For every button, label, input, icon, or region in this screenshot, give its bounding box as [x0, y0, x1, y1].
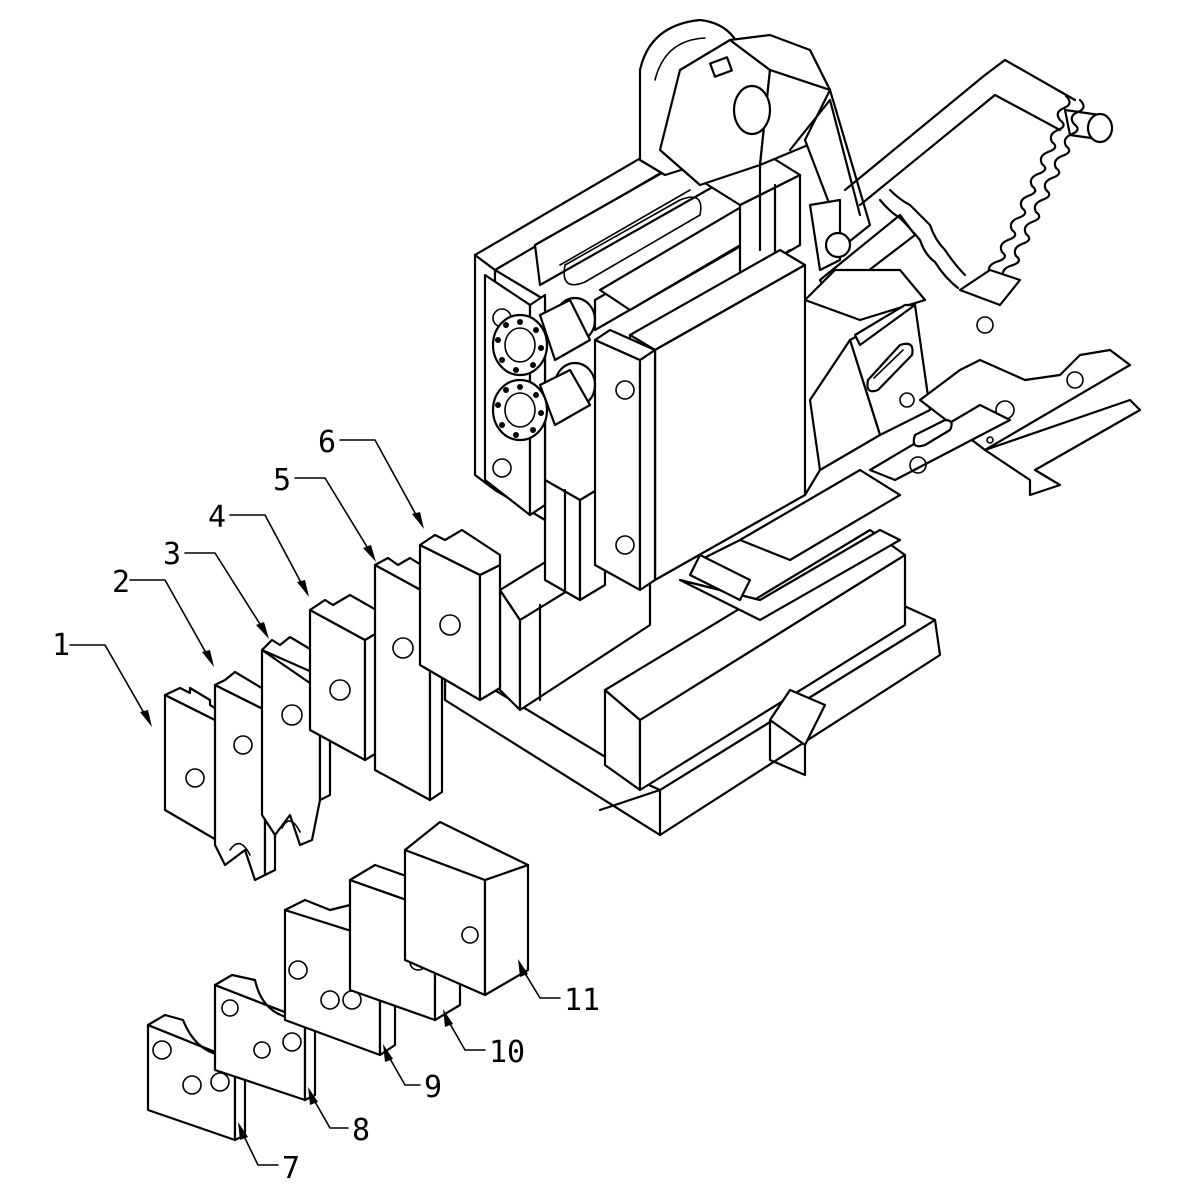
label-part-10: 10 — [489, 1035, 525, 1070]
ram-block — [593, 248, 807, 592]
label-part-8: 8 — [352, 1113, 370, 1148]
label-part-7: 7 — [282, 1151, 300, 1186]
label-part-3: 3 — [163, 537, 181, 572]
part-11-block — [403, 820, 530, 997]
part-6-plate — [418, 528, 502, 702]
feed-track — [678, 268, 1142, 622]
label-part-5: 5 — [273, 463, 291, 498]
label-part-11: 11 — [564, 983, 600, 1018]
feed-mechanism — [803, 268, 932, 497]
handle-lever[interactable] — [843, 58, 1114, 207]
cam-housing — [638, 18, 832, 187]
part-8-block — [213, 973, 317, 1102]
label-part-9: 9 — [424, 1070, 442, 1105]
adjustment-dial-upper[interactable] — [491, 296, 597, 377]
part-4-plate — [308, 593, 387, 762]
crimping-machine — [443, 18, 1142, 837]
label-part-1: 1 — [52, 628, 70, 663]
part-labels: 1 2 3 4 5 6 7 8 9 10 11 — [52, 425, 600, 1186]
return-spring — [878, 94, 1085, 302]
label-part-6: 6 — [318, 425, 336, 460]
leader-lines — [69, 439, 561, 1166]
adjustment-dial-lower[interactable] — [491, 361, 597, 442]
label-part-2: 2 — [112, 565, 130, 600]
label-part-4: 4 — [208, 500, 226, 535]
